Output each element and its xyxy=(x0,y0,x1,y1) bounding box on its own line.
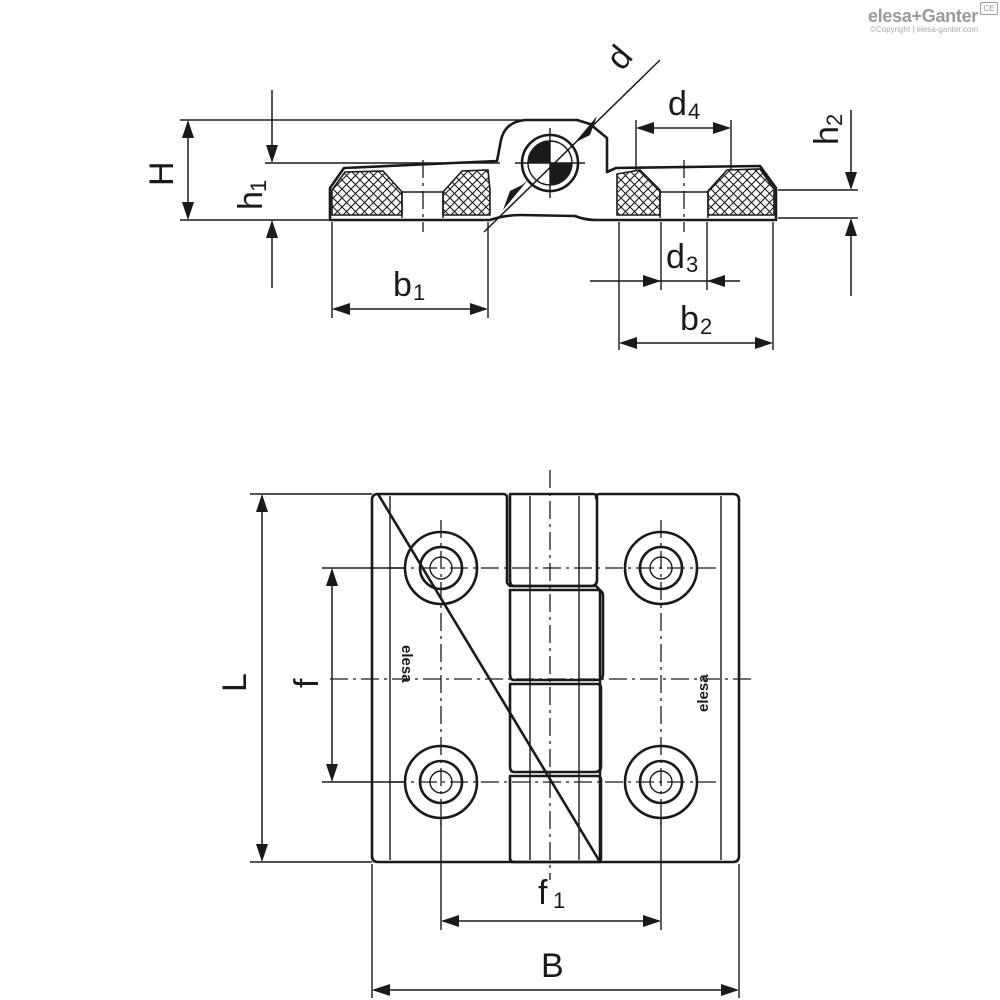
dim-d3-arrow-left xyxy=(643,275,661,287)
dim-d4-sub: 4 xyxy=(688,99,700,124)
dim-f1-arrow-right xyxy=(643,915,661,927)
dim-h2-arrow-top xyxy=(845,172,857,190)
dim-H-arrow-bottom xyxy=(182,202,194,220)
dim-L-label: L xyxy=(216,673,254,692)
dim-h2-arrow-bottom xyxy=(845,218,857,236)
right-hatch-outer xyxy=(707,168,775,216)
dim-B-arrow-left xyxy=(372,984,390,996)
knuckle-bottom xyxy=(508,774,603,864)
brand-copyright: ©Copyright | elesa-ganter.com xyxy=(869,25,978,34)
dim-b2-arrow-left xyxy=(619,337,637,349)
dim-H-label: H xyxy=(143,161,181,186)
dim-h2-label: h xyxy=(808,126,846,145)
dim-B-label: B xyxy=(541,947,564,985)
dim-b1-arrow-right xyxy=(470,303,488,315)
brand-name: elesa+Ganter xyxy=(868,6,978,26)
dim-b2-sub: 2 xyxy=(700,314,712,339)
dim-d4-arrow-right xyxy=(713,122,731,134)
dim-d-arrow-lower xyxy=(503,180,528,210)
side-view: d H h 1 b 1 d 4 xyxy=(143,38,858,350)
dim-b1-sub: 1 xyxy=(413,280,425,305)
dim-d3-sub: 3 xyxy=(686,252,698,277)
dim-b1-arrow-left xyxy=(332,303,350,315)
knuckle-upper-mid xyxy=(508,588,605,682)
hole-top-right xyxy=(623,530,699,606)
dim-f-arrow-bottom xyxy=(326,764,338,782)
dim-b1-label: b xyxy=(393,266,412,304)
dim-f1-sub: 1 xyxy=(553,888,565,913)
dim-h1-label: h xyxy=(232,191,270,210)
dim-f1-arrow-left xyxy=(441,915,459,927)
dim-b2-arrow-right xyxy=(755,337,773,349)
brand-watermark: elesa+Ganter ©Copyright | elesa-ganter.c… xyxy=(868,6,978,34)
dim-h1-sub: 1 xyxy=(246,180,271,192)
dim-d-label: d xyxy=(599,38,640,77)
dim-L-arrow-top xyxy=(256,494,268,512)
dim-d4-label: d xyxy=(668,85,687,123)
dim-f1-label: f xyxy=(538,874,548,912)
brand-badge: CE xyxy=(980,2,998,15)
dim-b2-label: b xyxy=(680,300,699,338)
dim-f-arrow-top xyxy=(326,568,338,586)
top-view: elesa elesa L f f 1 B xyxy=(216,470,752,998)
knuckle-lower-mid xyxy=(508,682,603,774)
left-hatch-inner xyxy=(442,169,491,216)
dim-f-label: f xyxy=(288,678,326,688)
right-hatch-inner xyxy=(616,169,661,216)
dim-h2-sub: 2 xyxy=(822,114,847,126)
dim-d-arrow-upper xyxy=(572,116,597,146)
dim-h1-arrow-bottom xyxy=(266,220,278,238)
dim-d3-arrow-right xyxy=(707,275,725,287)
elesa-logo-right: elesa xyxy=(695,674,712,712)
left-hatch-outer xyxy=(331,170,403,216)
dim-d3-label: d xyxy=(666,238,685,276)
dim-h1-arrow-top xyxy=(266,145,278,163)
knuckle-top xyxy=(508,492,599,588)
dim-L-arrow-bottom xyxy=(256,844,268,862)
dim-d4-arrow-left xyxy=(636,122,654,134)
dim-H-arrow-top xyxy=(182,120,194,138)
elesa-logo-left: elesa xyxy=(398,645,415,683)
dim-B-arrow-right xyxy=(721,984,739,996)
